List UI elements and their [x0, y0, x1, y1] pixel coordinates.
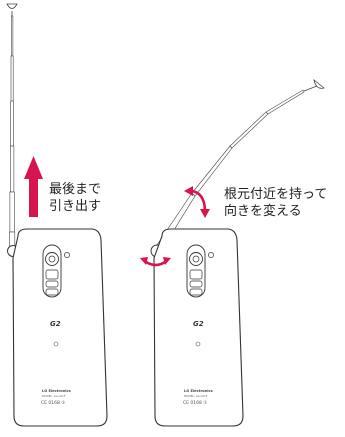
- brand-line2-left: MODEL: LG-L01F: [42, 394, 66, 398]
- phone-body-left: [12, 228, 108, 427]
- caption-extend-line2: 引き出す: [49, 199, 102, 214]
- caption-rotate-direction: 根元付近を持って 向きを変える: [224, 186, 327, 220]
- cert-marks-right: CE 0168 ①: [183, 400, 207, 406]
- flash-right: [208, 252, 214, 258]
- brand-line2-right: MODEL: LG-L01F: [184, 394, 208, 398]
- rear-key-down-left: [45, 288, 59, 296]
- antenna-tip-right: [303, 79, 325, 92]
- antenna-swivel-arrow: [184, 186, 210, 218]
- rear-key-down-right: [189, 288, 203, 296]
- cert-marks-left: CE 0168 ①: [41, 400, 65, 406]
- caption-rotate-line2: 向きを変える: [224, 204, 302, 219]
- phone-body-right: [153, 228, 244, 427]
- base-rotate-arrow: [140, 257, 171, 267]
- nfc-mark-right: [195, 341, 201, 347]
- rear-key-power-right: [189, 280, 203, 288]
- caption-rotate-line1: 根元付近を持って: [224, 187, 328, 202]
- rear-key-up-right: [189, 269, 203, 280]
- model-mark-right: G2: [193, 320, 204, 328]
- flash-left: [64, 252, 70, 258]
- antenna-angled-right: [154, 89, 305, 252]
- model-mark-left: G2: [50, 320, 61, 328]
- brand-line1-right: LG Electronics: [184, 389, 213, 393]
- phone-right: G2 LG Electronics MODEL: LG-L01F CE 0168…: [140, 79, 325, 427]
- brand-line1-left: LG Electronics: [42, 389, 71, 393]
- caption-extend-line1: 最後まで: [49, 182, 102, 197]
- rear-key-up-left: [45, 269, 59, 280]
- caption-extend-fully: 最後まで 引き出す: [49, 181, 101, 215]
- phone-left: G2 LG Electronics MODEL: LG-L01F CE 0168…: [6, 3, 108, 427]
- antenna-tip-left: [6, 3, 18, 16]
- nfc-mark-left: [53, 341, 59, 347]
- antenna-extended-left: [9, 15, 16, 247]
- rear-key-power-left: [45, 280, 59, 288]
- pull-up-arrow: [24, 156, 43, 217]
